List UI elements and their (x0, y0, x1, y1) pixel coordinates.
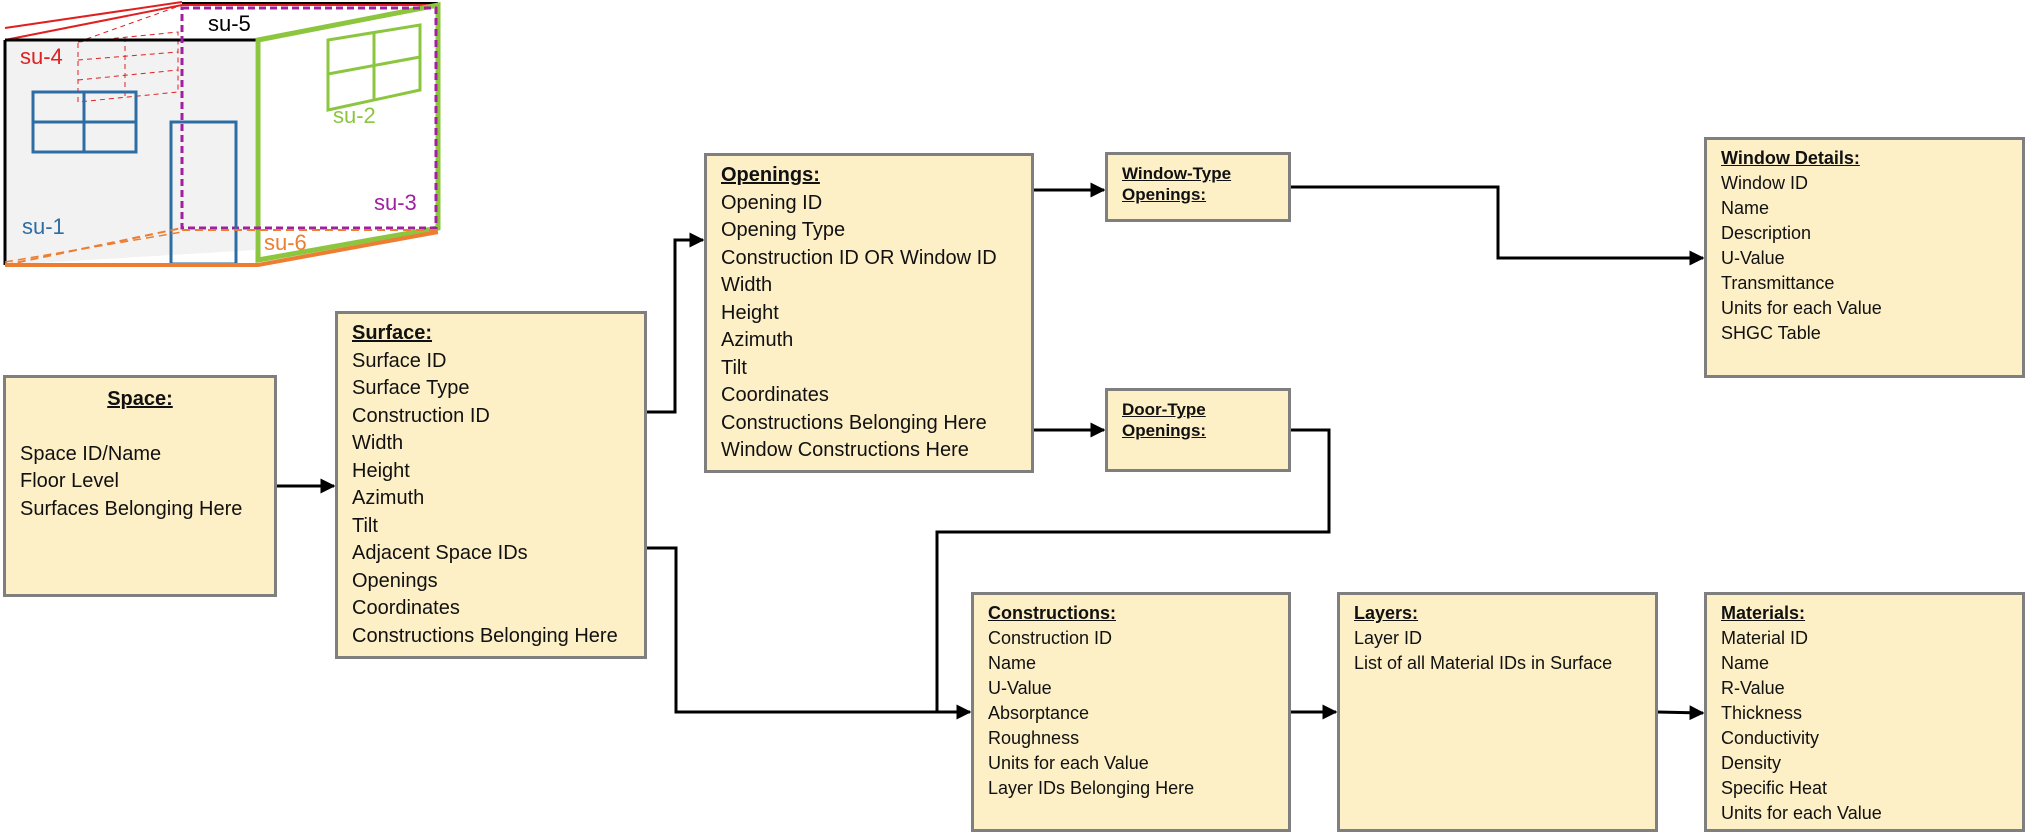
arrow-window-type-to-window-details (1290, 185, 1705, 266)
arrow-surface-to-openings (645, 232, 705, 414)
surface-item: Azimuth (352, 487, 425, 509)
openings-item: Height (721, 301, 779, 324)
constructions-item: Units for each Value (988, 753, 1149, 773)
openings-item: Opening Type (721, 219, 846, 241)
surface-item: Surface Type (352, 377, 470, 399)
materials-item: Units for each Value (1721, 803, 1882, 823)
window-details-item: Window ID (1721, 173, 1809, 193)
window-details-title: Window Details: (1721, 148, 1860, 168)
constructions-item: Layer IDs Belonging Here (988, 778, 1195, 798)
window-details-item: Units for each Value (1721, 298, 1882, 318)
materials-item: R-Value (1721, 678, 1785, 698)
su4-label: su-4 (20, 44, 63, 69)
window-details-item: Transmittance (1721, 273, 1835, 293)
openings-item: Width (721, 274, 773, 296)
su3-label: su-3 (374, 190, 417, 215)
materials-item: Density (1721, 753, 1782, 773)
window-details-box: Window Details: Window ID Name Descripti… (1704, 137, 2025, 378)
constructions-item: Name (988, 653, 1037, 673)
surface-item: Height (352, 459, 410, 482)
surface-item: Openings (352, 569, 438, 592)
space-title: Space: (107, 388, 173, 410)
materials-item: Thickness (1721, 703, 1803, 723)
space-item: Floor Level (20, 470, 119, 492)
constructions-box: Constructions: Construction ID Name U-Va… (971, 592, 1291, 832)
door-type-title-line: Openings: (1122, 421, 1207, 440)
arrow-layers-to-materials (1656, 705, 1705, 721)
window-details-item: U-Value (1721, 248, 1785, 268)
surface-item: Tilt (352, 514, 378, 537)
su4-edge (4, 4, 438, 41)
openings-item: Coordinates (721, 384, 829, 406)
su2-wall (255, 1, 441, 263)
layers-item: List of all Material IDs in Surface (1354, 653, 1613, 673)
materials-item: Name (1721, 653, 1770, 673)
space-item: Space ID/Name (20, 442, 162, 465)
window-details-item: Name (1721, 198, 1770, 218)
window-details-item: Description (1721, 223, 1812, 243)
constructions-item: Construction ID (988, 628, 1113, 648)
surface-item: Construction ID (352, 404, 490, 427)
constructions-item: U-Value (988, 678, 1052, 698)
materials-box: Materials: Material ID Name R-Value Thic… (1704, 592, 2025, 832)
constructions-item: Roughness (988, 728, 1080, 748)
materials-title: Materials: (1721, 603, 1806, 623)
door-type-box: Door-Type Openings: (1105, 388, 1291, 472)
openings-item: Tilt (721, 356, 747, 379)
arrow-surface-to-constructions (645, 546, 972, 720)
su6-floor (4, 227, 439, 267)
door-type-title-line: Door-Type (1122, 400, 1206, 419)
surface-item: Adjacent Space IDs (352, 542, 528, 564)
openings-item: Constructions Belonging Here (721, 411, 987, 434)
su2-label: su-2 (333, 103, 376, 128)
su1-label: su-1 (22, 214, 65, 239)
window-details-item: SHGC Table (1721, 323, 1821, 343)
space-box: Space: Space ID/Name Floor Level Surface… (3, 375, 277, 597)
surface-item: Coordinates (352, 597, 460, 619)
surface-item: Constructions Belonging Here (352, 624, 618, 647)
materials-item: Specific Heat (1721, 778, 1828, 798)
window-type-title-line: Openings: (1122, 185, 1207, 204)
room-illustration: su-4 su-5 su-2 su-3 su-1 su-6 (3, 1, 441, 267)
su1-window (31, 90, 138, 154)
constructions-item: Absorptance (988, 703, 1090, 723)
window-type-box: Window-Type Openings: (1105, 152, 1291, 222)
constructions-title: Constructions: (988, 603, 1116, 623)
openings-box: Openings: Opening ID Opening Type Constr… (704, 153, 1034, 473)
space-item: Surfaces Belonging Here (20, 497, 243, 520)
materials-item: Material ID (1721, 628, 1809, 648)
openings-title: Openings: (721, 164, 820, 186)
layers-box: Layers: Layer ID List of all Material ID… (1337, 592, 1658, 832)
surface-title: Surface: (352, 322, 433, 344)
openings-item: Azimuth (721, 329, 794, 351)
surface-item: Surface ID (352, 349, 447, 372)
layers-item: Layer ID (1354, 628, 1423, 648)
su4-dashed-grid (77, 4, 183, 103)
su4-edge-top (4, 1, 183, 29)
su6-label: su-6 (264, 230, 307, 255)
openings-item: Construction ID OR Window ID (721, 246, 997, 269)
window-type-title-line: Window-Type (1122, 164, 1232, 183)
su2-window (326, 23, 422, 112)
su3-dashed (180, 6, 438, 230)
layers-title: Layers: (1354, 603, 1419, 623)
materials-item: Conductivity (1721, 728, 1820, 748)
openings-item: Window Constructions Here (721, 439, 969, 461)
surface-box: Surface: Surface ID Surface Type Constru… (335, 311, 647, 659)
connector-door-type-to-constructions (935, 428, 1331, 712)
openings-item: Opening ID (721, 191, 823, 214)
surface-item: Width (352, 432, 404, 454)
su5-label: su-5 (208, 11, 251, 36)
